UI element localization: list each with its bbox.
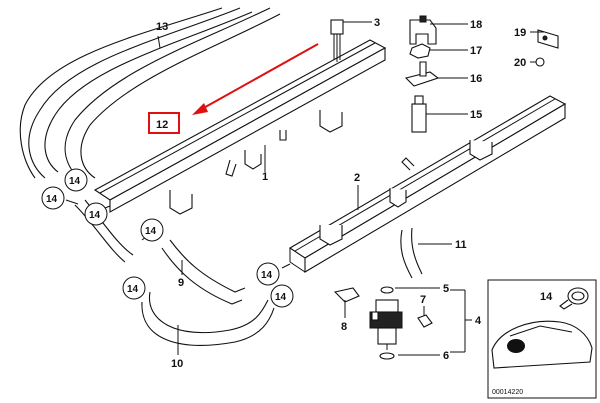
label-4: 4 bbox=[475, 315, 482, 327]
label-8: 8 bbox=[341, 321, 347, 333]
label-5: 5 bbox=[443, 283, 449, 295]
hose-9 bbox=[161, 239, 246, 305]
inset-code: 00014220 bbox=[492, 389, 523, 396]
callout-14-f: 14 bbox=[256, 262, 280, 286]
label-9: 9 bbox=[178, 277, 184, 289]
inset-label-14: 14 bbox=[540, 291, 553, 303]
callout-14-g: 14 bbox=[270, 284, 294, 308]
label-13: 13 bbox=[156, 21, 168, 33]
lower-fuel-rail bbox=[288, 95, 567, 273]
part-20-screw bbox=[535, 57, 545, 67]
callout-14-d: 14 bbox=[140, 218, 164, 242]
label-10: 10 bbox=[171, 358, 183, 370]
label-6: 6 bbox=[443, 350, 449, 362]
label-20: 20 bbox=[514, 57, 526, 69]
part-19-clip bbox=[537, 29, 559, 49]
label-11: 11 bbox=[455, 239, 467, 251]
label-19: 19 bbox=[514, 27, 526, 39]
callout-14-c: 14 bbox=[84, 202, 108, 226]
hose-13 bbox=[19, 7, 281, 181]
svg-text:14: 14 bbox=[127, 284, 139, 295]
callout-14-a: 14 bbox=[64, 168, 88, 192]
highlight-arrow bbox=[192, 43, 319, 115]
part-17-nut bbox=[409, 43, 431, 59]
label-18: 18 bbox=[470, 19, 482, 31]
label-12-highlight-box bbox=[148, 112, 180, 134]
svg-text:14: 14 bbox=[275, 292, 287, 303]
clip-7 bbox=[417, 314, 433, 328]
leader-lines bbox=[65, 21, 544, 356]
label-7: 7 bbox=[420, 294, 426, 306]
injector-clip-8 bbox=[333, 287, 360, 318]
svg-text:14: 14 bbox=[69, 176, 81, 187]
label-12: 12 bbox=[156, 119, 168, 131]
label-17: 17 bbox=[470, 45, 482, 57]
part-16-bracket bbox=[404, 61, 440, 87]
upper-fuel-rail bbox=[93, 19, 387, 215]
callout-14-e: 14 bbox=[122, 276, 146, 300]
label-3: 3 bbox=[374, 17, 380, 29]
svg-text:14: 14 bbox=[89, 210, 101, 221]
hose-11 bbox=[400, 227, 423, 279]
label-16: 16 bbox=[470, 73, 482, 85]
callout-14-b: 14 bbox=[41, 186, 65, 210]
hose-10 bbox=[141, 291, 275, 346]
part-15-spacer bbox=[411, 95, 427, 133]
fuel-injector bbox=[369, 286, 403, 360]
svg-text:14: 14 bbox=[261, 270, 273, 281]
label-1: 1 bbox=[262, 171, 268, 183]
svg-text:14: 14 bbox=[46, 194, 58, 205]
svg-text:14: 14 bbox=[145, 226, 157, 237]
label-2: 2 bbox=[354, 172, 360, 184]
inset-panel: 14 00014220 bbox=[487, 279, 597, 399]
label-15: 15 bbox=[470, 109, 482, 121]
part-18-bracket bbox=[409, 15, 437, 45]
